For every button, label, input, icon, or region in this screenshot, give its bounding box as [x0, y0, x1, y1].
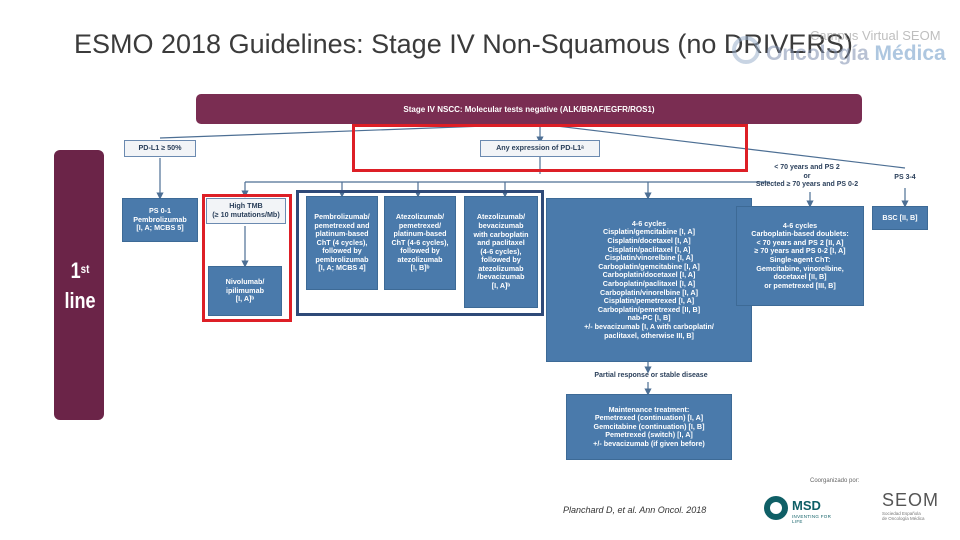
- line-superscript: st: [80, 262, 90, 276]
- logo-word-medica: Médica: [868, 42, 946, 65]
- msd-name: MSD: [792, 498, 821, 513]
- atezolizumab-pemetrexed-box: Atezolizumab/ pemetrexed/ platinum-based…: [384, 196, 456, 290]
- navy-highlight-immunotherapy: [296, 190, 544, 316]
- atezolizumab-bevacizumab-box: Atezolizumab/ bevacizumab with carboplat…: [464, 196, 538, 308]
- citation: Planchard D, et al. Ann Oncol. 2018: [563, 505, 707, 515]
- msd-circle-icon: [764, 496, 788, 520]
- page-title: ESMO 2018 Guidelines: Stage IV Non-Squam…: [74, 29, 853, 59]
- organized-by-label: Coorganizado por:: [810, 478, 860, 484]
- ps34-text: PS 3-4: [894, 174, 916, 181]
- age-ps-criteria-text: < 70 years and PS 2 or Selected ≥ 70 yea…: [755, 164, 859, 188]
- any-pdl1-box: Any expression of PD-L1ᵃ: [480, 140, 600, 157]
- logo-line-2: Oncología Médica: [766, 42, 946, 66]
- campus-virtual-seom-logo: Campus Virtual SEOM Oncología Médica: [728, 22, 948, 72]
- line-number: 1: [70, 258, 81, 283]
- pembrolizumab-box: PS 0-1 Pembrolizumab [I, A; MCBS 5]: [122, 198, 198, 242]
- seom-name: SEOM: [882, 490, 940, 510]
- logo-line-1: Campus Virtual SEOM: [810, 28, 941, 43]
- first-line-label: 1st line: [64, 256, 97, 316]
- chemotherapy-options-box: 4-6 cycles Cisplatin/gemcitabine [I, A] …: [546, 198, 752, 362]
- carboplatin-doublets-box: 4-6 cycles Carboplatin-based doublets: <…: [736, 206, 864, 306]
- msd-tagline: INVENTING FOR LIFE: [792, 514, 832, 524]
- red-highlight-any-pdl1: [352, 124, 748, 172]
- first-line-sidebar: [54, 150, 104, 420]
- line-word: line: [64, 288, 96, 313]
- high-tmb-box: High TMB (≥ 10 mutations/Mb): [206, 198, 286, 224]
- nivolumab-ipilimumab-box: Nivolumab/ ipilimumab [I, A]ᵇ: [208, 266, 282, 316]
- bsc-box: BSC [II, B]: [872, 206, 928, 230]
- msd-logo: MSD INVENTING FOR LIFE: [764, 494, 834, 524]
- seom-logo: SEOM Sociedad Española de Oncología Médi…: [882, 490, 952, 530]
- maintenance-treatment-box: Maintenance treatment: Pemetrexed (conti…: [566, 394, 732, 460]
- red-highlight-tmb: [202, 194, 292, 322]
- molecular-tests-header: Stage IV NSCC: Molecular tests negative …: [196, 94, 862, 124]
- logo-word-oncologia: Oncología: [766, 42, 869, 65]
- pembrolizumab-chemo-box: Pembrolizumab/ pemetrexed and platinum-b…: [306, 196, 378, 290]
- seom-sub: Sociedad Española de Oncología Médica: [882, 511, 925, 521]
- pdl1-50-box: PD-L1 ≥ 50%: [124, 140, 196, 157]
- logo-ring-icon: [732, 36, 760, 64]
- partial-response-text: Partial response or stable disease: [594, 372, 708, 379]
